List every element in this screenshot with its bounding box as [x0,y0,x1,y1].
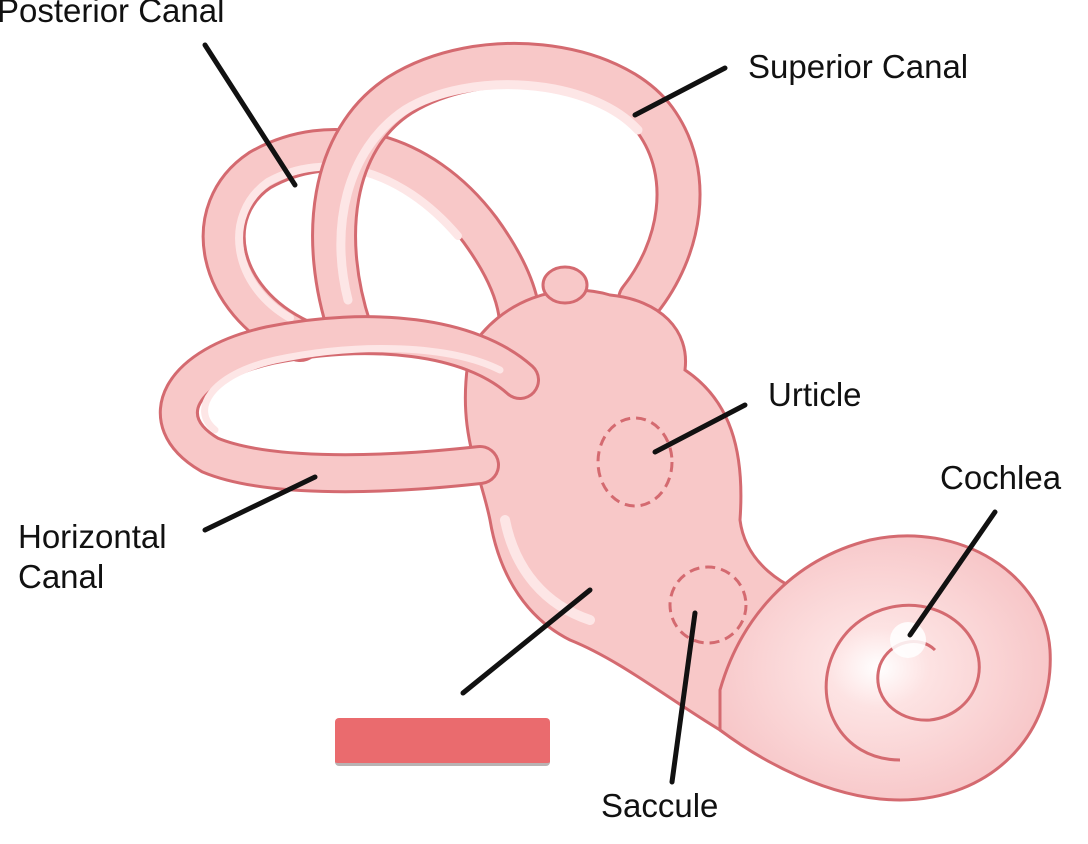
label-saccule: Saccule [601,787,719,824]
label-urticle: Urticle [768,376,862,413]
label-horizontal-canal-line1: Horizontal [18,518,167,555]
saccule-dashed-outline [668,565,748,645]
leader-line-urticle [652,402,748,455]
superior-canal-shape [311,41,702,353]
leader-line-saccule [669,610,698,785]
leader-line-posterior-canal [202,42,298,188]
leader-line-superior-canal [632,65,728,118]
label-superior-canal: Superior Canal [748,48,969,85]
label-posterior-canal: Posterior Canal [0,0,225,29]
leader-line-cochlea [907,509,998,638]
urticle-dashed-outline [596,416,674,508]
label-cochlea: Cochlea [940,459,1062,496]
leader-line-hidden-answer [460,587,593,696]
horizontal-canal-shape [158,315,540,494]
hidden-answer-box[interactable] [335,718,550,766]
label-horizontal-canal-line2: Canal [18,558,105,595]
leader-line-horizontal-canal [202,474,318,533]
cochlea-shape [718,534,1052,802]
